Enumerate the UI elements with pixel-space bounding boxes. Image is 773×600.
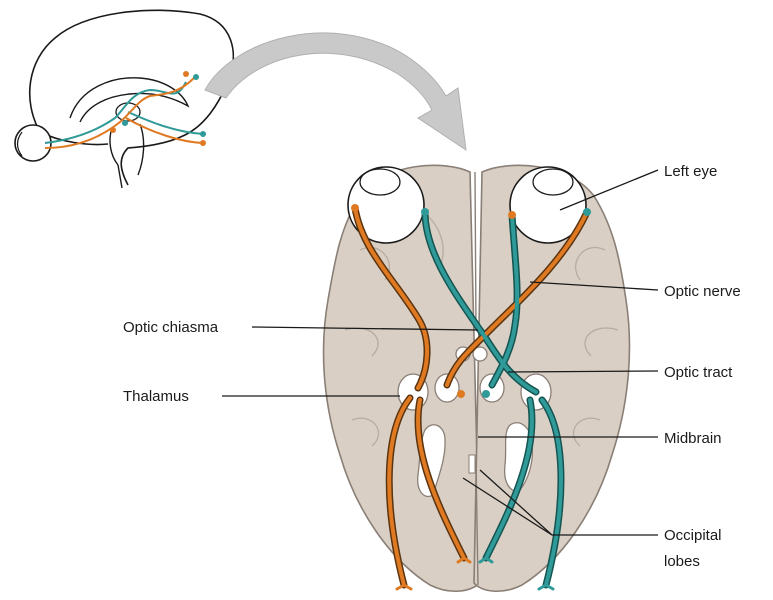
sagittal-endpoint (193, 74, 199, 80)
sagittal-endpoint (122, 120, 128, 126)
sagittal-endpoint (200, 140, 206, 146)
sagittal-endpoint (110, 127, 116, 133)
retina-endpoint (583, 208, 591, 216)
label-optic-nerve: Optic nerve (664, 283, 741, 300)
thalamus-endpoint (482, 390, 490, 398)
label-left-eye: Left eye (664, 163, 717, 180)
sagittal-endpoint (183, 71, 189, 77)
sagittal-endpoint (200, 131, 206, 137)
label-occipital-lobes-line1: Occipital (664, 527, 722, 544)
label-optic-chiasma: Optic chiasma (123, 319, 219, 336)
label-midbrain: Midbrain (664, 430, 722, 447)
thalamus-endpoint (457, 390, 465, 398)
label-thalamus: Thalamus (123, 388, 189, 405)
right-eye-cornea (360, 169, 400, 195)
sagittal-brain-inset (15, 10, 233, 188)
sagittal-brain-outline (30, 10, 234, 185)
label-optic-tract: Optic tract (664, 364, 733, 381)
label-occipital-lobes-line2: lobes (664, 553, 700, 570)
left-eye-cornea (533, 169, 573, 195)
retina-endpoint (421, 208, 429, 216)
retina-endpoint (351, 204, 359, 212)
aqueduct (469, 455, 475, 473)
transition-arrow (205, 33, 466, 150)
retina-endpoint (508, 211, 516, 219)
